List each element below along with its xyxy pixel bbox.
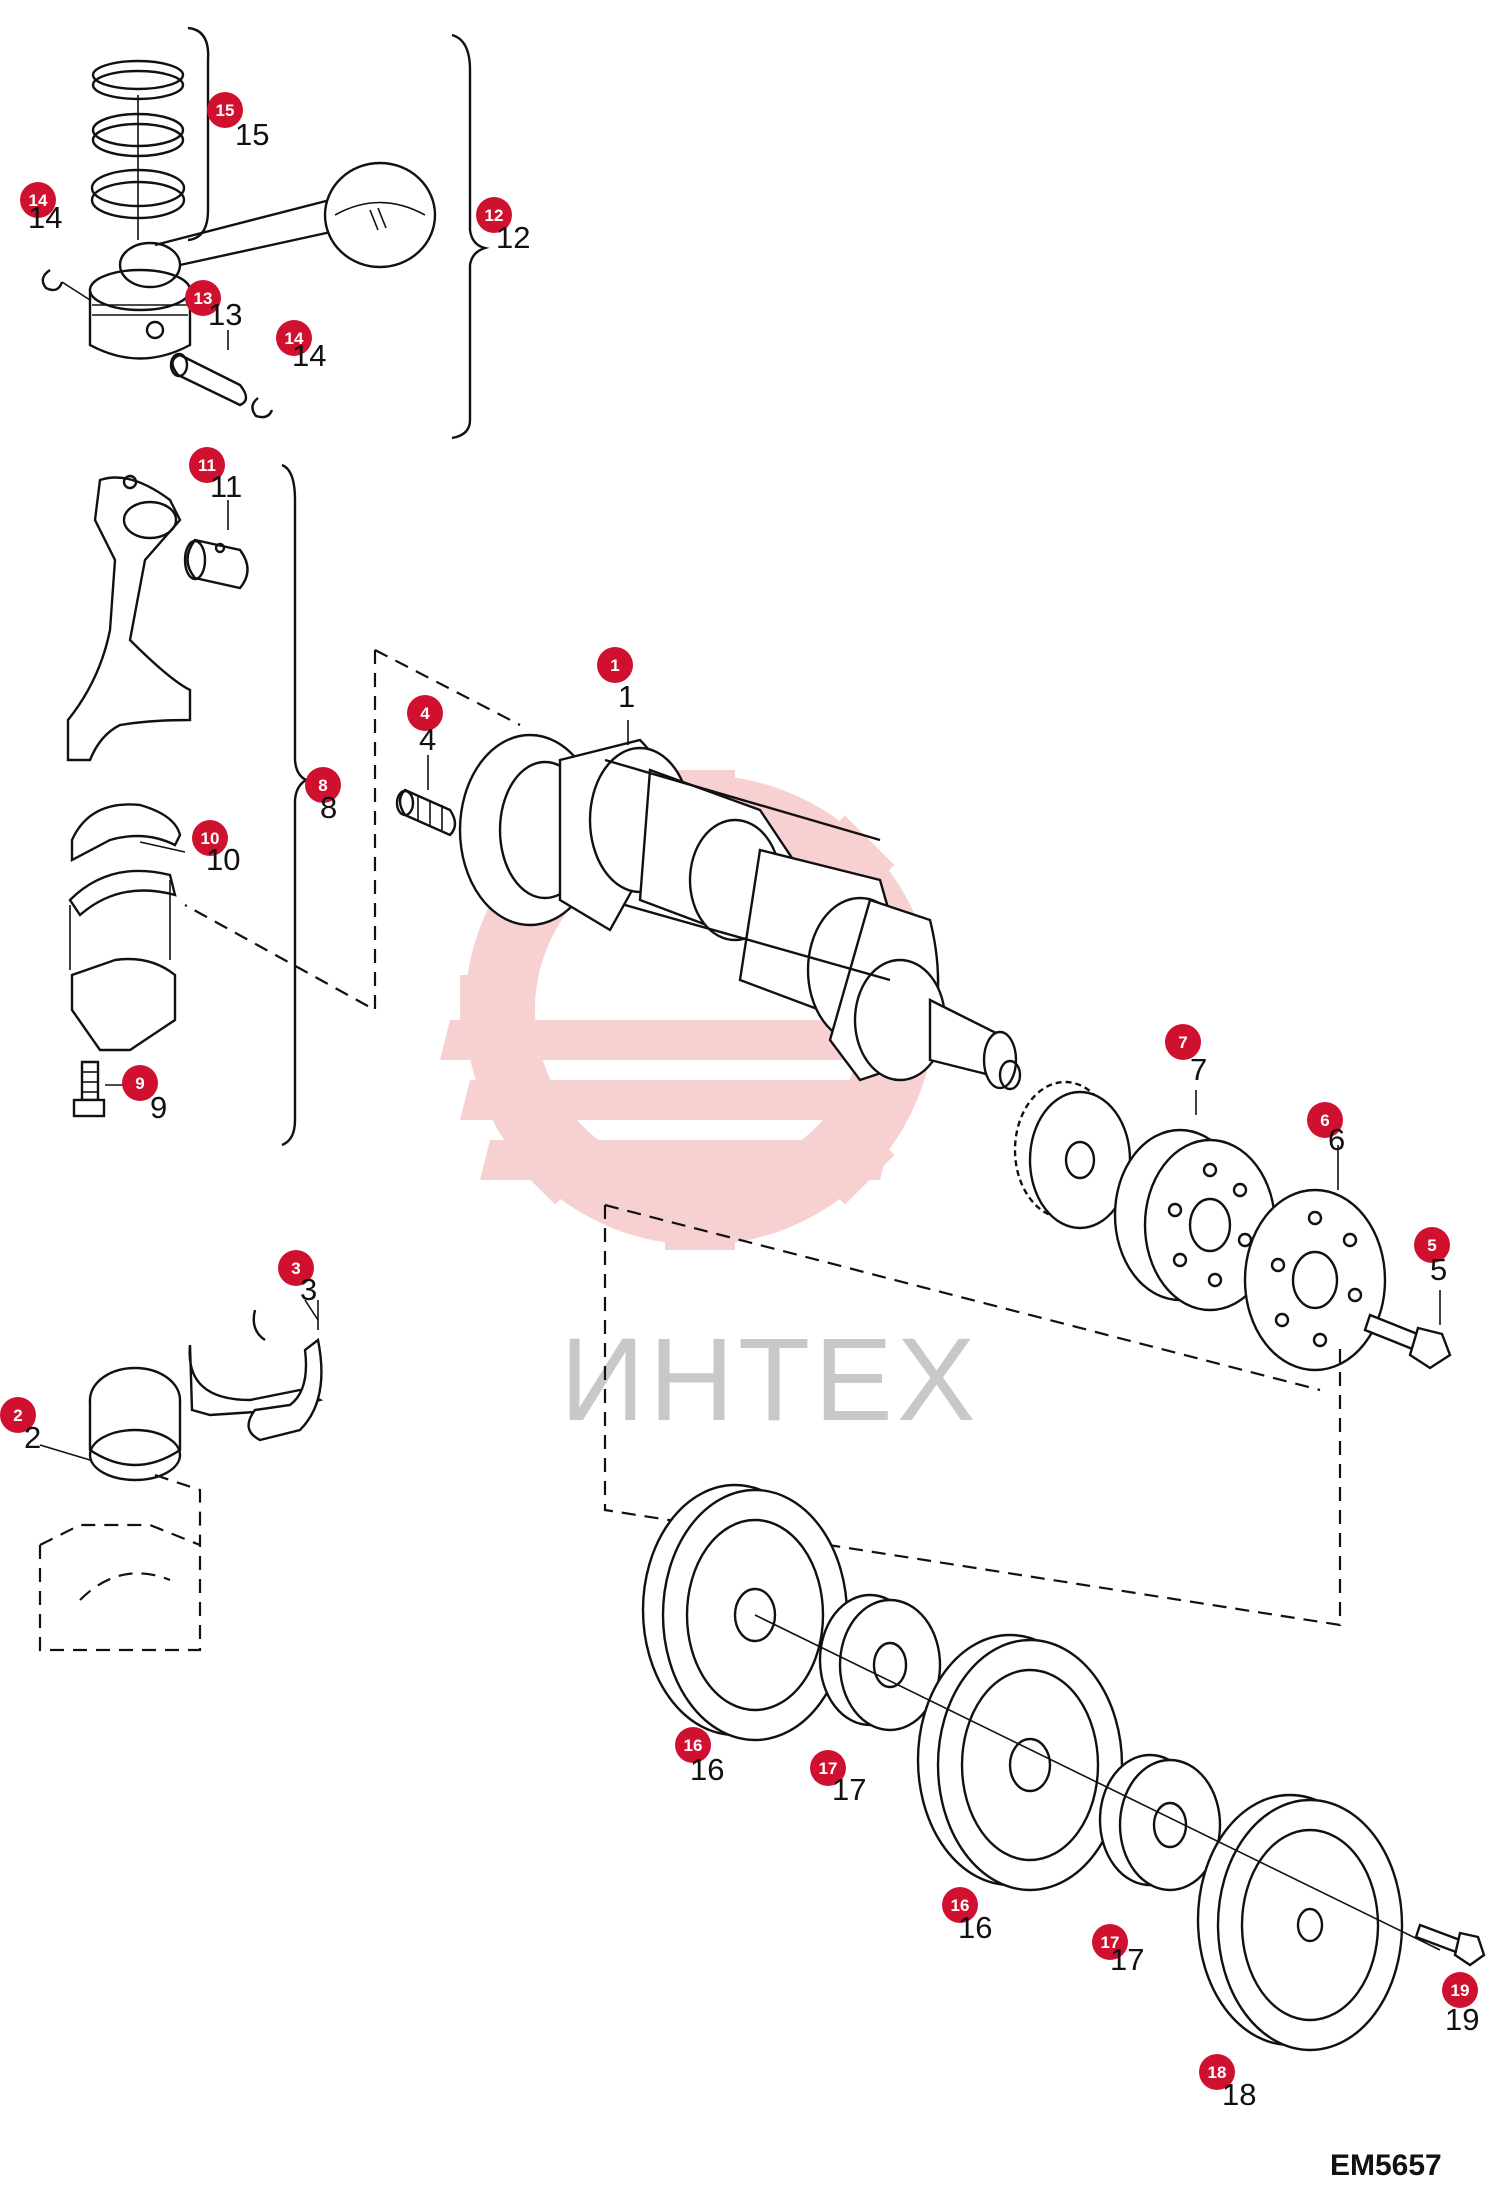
callout-badge-5[interactable] xyxy=(1414,1227,1450,1263)
callout-label: 9 xyxy=(150,1090,167,1125)
callout-badge-text: 17 xyxy=(819,1759,838,1778)
callout-badge-text: 14 xyxy=(285,329,304,348)
dashed-guide-rod xyxy=(184,650,377,1012)
callout-badge-6[interactable] xyxy=(1307,1102,1343,1138)
callout-label: 18 xyxy=(1222,2077,1256,2112)
crankshaft xyxy=(458,733,1022,1091)
callout-badge-11[interactable] xyxy=(189,447,225,483)
callout-label: 7 xyxy=(1190,1052,1207,1087)
bracket-15 xyxy=(187,26,210,242)
callout-label: 17 xyxy=(1110,1942,1144,1977)
callout-label: 2 xyxy=(24,1420,41,1455)
callout-badge-1[interactable] xyxy=(597,647,633,683)
bracket-8 xyxy=(281,463,309,1147)
callout-badge-text: 16 xyxy=(684,1736,703,1755)
rod-bearing-shells xyxy=(68,803,182,1052)
pulley-bolt-19 xyxy=(1414,1923,1486,1967)
callout-label: 1 xyxy=(618,679,635,714)
drawing-code: EM5657 xyxy=(1330,2149,1442,2182)
callout-badge-15[interactable] xyxy=(207,92,243,128)
damper-17-a xyxy=(818,1593,942,1732)
callout-badge-19[interactable] xyxy=(1442,1972,1478,2008)
damper-17-b xyxy=(1098,1753,1222,1892)
piston-pin-set xyxy=(41,269,274,419)
callout-badge-9[interactable] xyxy=(122,1065,158,1101)
callout-badge-text: 6 xyxy=(1320,1111,1329,1130)
callout-badge-text: 7 xyxy=(1178,1033,1187,1052)
callout-badge-text: 17 xyxy=(1101,1933,1120,1952)
callout-label: 10 xyxy=(206,842,240,877)
callout-label: 15 xyxy=(235,117,269,152)
callout-label: 14 xyxy=(292,338,326,373)
callout-badge-text: 14 xyxy=(29,191,48,210)
pulley-16-b xyxy=(916,1633,1124,1892)
callout-label: 4 xyxy=(419,722,436,757)
callout-badge-text: 1 xyxy=(610,656,619,675)
callout-badge-text: 16 xyxy=(951,1896,970,1915)
callout-label: 13 xyxy=(208,297,242,332)
piston-rings xyxy=(90,59,186,240)
rod-bolt xyxy=(72,1060,106,1118)
pulley-16-a xyxy=(641,1483,849,1742)
callout-badge-2[interactable] xyxy=(0,1397,36,1433)
callout-label: 16 xyxy=(958,1910,992,1945)
callout-badge-18[interactable] xyxy=(1199,2054,1235,2090)
callout-label: 5 xyxy=(1430,1252,1447,1287)
callout-badge-text: 5 xyxy=(1427,1236,1436,1255)
callout-badge-4[interactable] xyxy=(407,695,443,731)
callout-label: 17 xyxy=(832,1772,866,1807)
callout-badge-text: 8 xyxy=(318,776,327,795)
callout-badge-8[interactable] xyxy=(305,767,341,803)
callout-badge-text: 9 xyxy=(135,1074,144,1093)
callout-badge-16[interactable] xyxy=(942,1887,978,1923)
callout-badge-text: 4 xyxy=(420,704,430,723)
callout-badge-text: 12 xyxy=(485,206,504,225)
watermark-text: ИНТЕХ xyxy=(560,1314,980,1446)
callout-label: 8 xyxy=(320,790,337,825)
piston xyxy=(88,161,437,360)
callout-badge-13[interactable] xyxy=(185,280,221,316)
main-bearing xyxy=(38,1366,202,1652)
callout-badge-text: 13 xyxy=(194,289,213,308)
dashed-guide-top xyxy=(374,649,521,726)
callout-label: 14 xyxy=(28,200,62,235)
pulley-bolt xyxy=(1363,1313,1452,1370)
callout-label: 19 xyxy=(1445,2002,1479,2037)
callout-label: 12 xyxy=(496,220,530,255)
thrust-washers xyxy=(188,1299,324,1442)
callout-badge-text: 3 xyxy=(291,1259,300,1278)
callout-badge-text: 18 xyxy=(1208,2063,1227,2082)
callout-badge-text: 15 xyxy=(216,101,235,120)
callout-badge-14[interactable] xyxy=(276,320,312,356)
callout-badge-17[interactable] xyxy=(810,1750,846,1786)
pulley-axis-line xyxy=(754,1614,1441,1951)
pulley-hub xyxy=(1113,1128,1277,1312)
callout-badge-text: 11 xyxy=(198,456,216,475)
crank-gear xyxy=(1013,1080,1132,1230)
dashed-guide-diagonal xyxy=(604,1203,1321,1392)
callout-badge-7[interactable] xyxy=(1165,1024,1201,1060)
callout-badge-16[interactable] xyxy=(675,1727,711,1763)
bracket-12 xyxy=(451,33,490,440)
washer-plate xyxy=(1243,1188,1387,1372)
connecting-rod xyxy=(66,474,249,762)
callout-label: 3 xyxy=(300,1272,317,1307)
callout-badge-3[interactable] xyxy=(278,1250,314,1286)
callout-badge-text: 2 xyxy=(13,1406,22,1425)
pilot-bushing xyxy=(395,788,457,837)
callout-badge-text: 19 xyxy=(1451,1981,1470,2000)
callout-label: 16 xyxy=(690,1752,724,1787)
dashed-guide-pulleys xyxy=(603,1205,1342,1627)
callout-label: 6 xyxy=(1328,1122,1345,1157)
callouts: 1 1 2 2 3 3 4 4 5 5 6 6 7 7 8 8 9 9 10 xyxy=(0,92,1479,2112)
callout-badge-14[interactable] xyxy=(20,182,56,218)
callout-label: 11 xyxy=(210,469,242,504)
callout-badge-10[interactable] xyxy=(192,820,228,856)
callout-badge-17[interactable] xyxy=(1092,1924,1128,1960)
callout-badge-12[interactable] xyxy=(476,197,512,233)
pulley-18 xyxy=(1196,1793,1404,2052)
callout-badge-text: 10 xyxy=(201,829,220,848)
